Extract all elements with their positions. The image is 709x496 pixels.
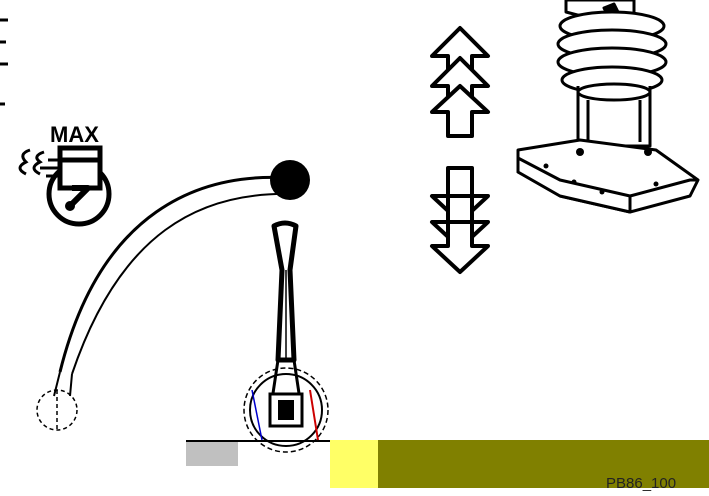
rammer-foot-icon <box>516 0 700 214</box>
edge-marks <box>0 18 8 106</box>
throttle-lever-icon <box>243 220 329 453</box>
bottom-color-strip <box>186 440 709 488</box>
lever-knob-icon <box>270 160 310 200</box>
max-label: MAX <box>50 122 99 147</box>
figure-code: PB86_100 <box>606 475 676 492</box>
triple-down-arrow-icon <box>430 166 490 274</box>
throttle-max-icon: MAX <box>18 122 112 227</box>
ghost-lever-base <box>36 389 78 431</box>
throttle-arc <box>53 175 291 397</box>
triple-up-arrow-icon <box>430 26 490 138</box>
